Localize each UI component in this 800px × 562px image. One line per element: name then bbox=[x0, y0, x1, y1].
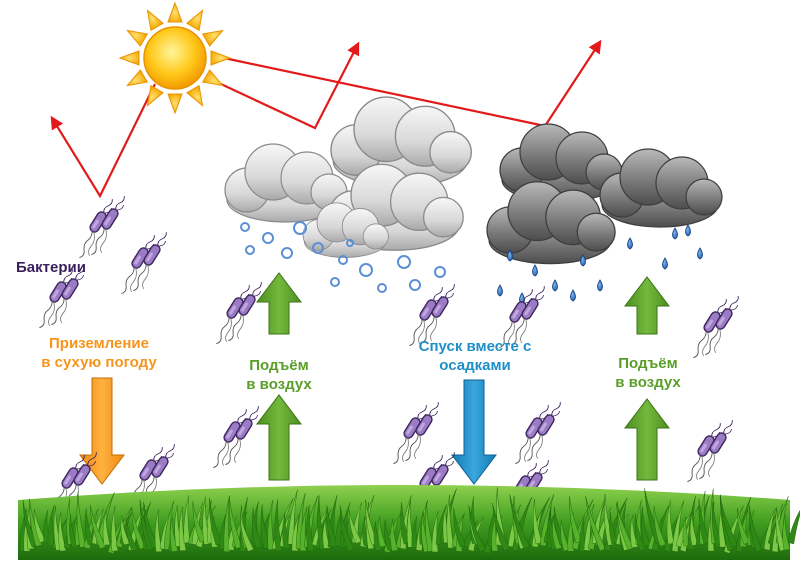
sun-ray-left bbox=[50, 83, 156, 199]
grass-icon bbox=[17, 485, 800, 560]
rise-arrow-right-upper bbox=[623, 276, 671, 335]
rise-left-line-2: в воздух bbox=[246, 376, 312, 393]
descent-precip-label: Спуск вместе с осадками bbox=[400, 337, 550, 375]
rise-arrow-right-lower bbox=[623, 398, 671, 481]
rise-arrow-left-upper bbox=[255, 272, 303, 335]
arrow-down-icon bbox=[78, 377, 498, 485]
descent-precip-line-1: Спуск вместе с bbox=[418, 338, 532, 355]
rise-right-line-2: в воздух bbox=[615, 374, 681, 391]
rise-arrow-left-lower bbox=[255, 394, 303, 481]
dry-landing-label: Приземление в сухую погоду bbox=[24, 334, 174, 372]
rise-right-label: Подъём в воздух bbox=[593, 354, 703, 392]
rise-left-line-1: Подъём bbox=[249, 357, 309, 374]
bacteria-label: Бактерии bbox=[16, 258, 86, 277]
arrow-up-icon bbox=[255, 272, 671, 481]
sun-icon bbox=[118, 1, 232, 115]
rise-right-line-1: Подъём bbox=[618, 355, 678, 372]
snow-cloud-icon bbox=[224, 96, 472, 293]
dry-landing-line-1: Приземление bbox=[49, 335, 149, 352]
rain-cloud-icon bbox=[486, 123, 723, 305]
dry-landing-line-2: в сухую погоду bbox=[41, 354, 157, 371]
raindrops bbox=[497, 224, 703, 305]
descent-precip-line-2: осадками bbox=[439, 357, 511, 374]
precipitation-descent-arrow bbox=[450, 379, 498, 485]
snowflakes bbox=[240, 221, 446, 293]
bacteria-label-text: Бактерии bbox=[16, 259, 86, 276]
rise-left-label: Подъём в воздух bbox=[224, 356, 334, 394]
dry-landing-arrow bbox=[78, 377, 126, 485]
sun-ray-middle bbox=[207, 41, 360, 130]
